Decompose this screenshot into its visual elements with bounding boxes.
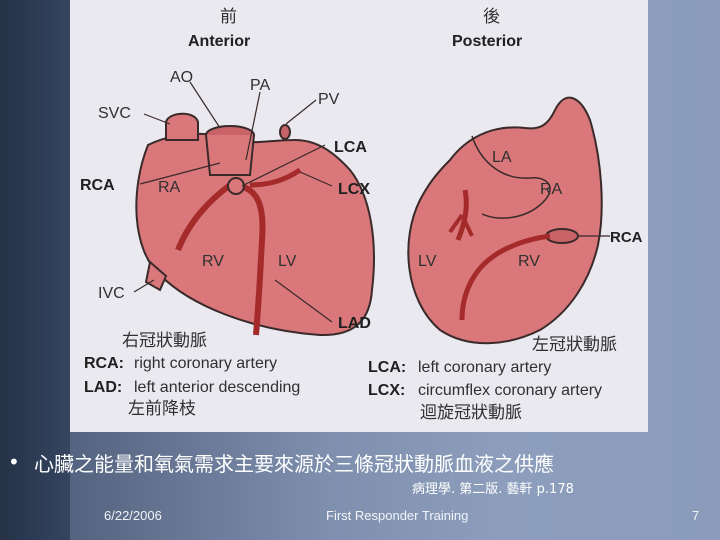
legend-rca-cn: 右冠狀動脈	[122, 331, 207, 350]
legend-lcx-cn: 迴旋冠狀動脈	[420, 403, 522, 422]
posterior-header-cn: 後	[483, 7, 500, 26]
anterior-heart-body	[136, 134, 374, 335]
label-svc: SVC	[98, 105, 131, 122]
legend-lad-cn: 左前降枝	[128, 399, 196, 418]
posterior-header: Posterior	[452, 33, 522, 50]
label-ra: RA	[158, 179, 181, 196]
footer-page-number: 7	[692, 508, 699, 523]
pv-vessel	[280, 125, 290, 139]
heart-diagram-photo: 前 Anterior 後 Posterior	[70, 0, 648, 432]
label-lcx: LCX	[338, 181, 370, 198]
posterior-heart: LA RA RCA LV RV	[408, 98, 642, 344]
anterior-heart: AO PA PV SVC LCA LCX RCA RA RV LV IVC LA…	[80, 69, 374, 335]
label-lv: LV	[278, 253, 297, 270]
legend-lad-abbr: LAD:	[84, 379, 122, 396]
legend-lca-abbr: LCA:	[368, 359, 406, 376]
legend-lcx-text: circumflex coronary artery	[418, 382, 602, 399]
anterior-header: Anterior	[188, 33, 250, 50]
legend-rca-abbr: RCA:	[84, 355, 124, 372]
slide-headline: 心臟之能量和氧氣需求主要來源於三條冠狀動脈血液之供應	[34, 448, 714, 477]
legend-right: 左冠狀動脈 LCA: left coronary artery LCX: cir…	[368, 335, 617, 422]
legend-lad-text: left anterior descending	[134, 379, 300, 396]
label-la: LA	[492, 149, 512, 166]
label-rv: RV	[202, 253, 224, 270]
legend-lca-text: left coronary artery	[418, 359, 551, 376]
footer-date: 6/22/2006	[104, 508, 162, 523]
legend-left: 右冠狀動脈 RCA: right coronary artery LAD: le…	[84, 331, 300, 418]
label-lca: LCA	[334, 139, 367, 156]
footer-title: First Responder Training	[326, 508, 468, 523]
label-pv: PV	[318, 91, 340, 108]
legend-lca-cn: 左冠狀動脈	[532, 335, 617, 354]
legend-lcx-abbr: LCX:	[368, 382, 405, 399]
svc-vessel	[166, 114, 198, 140]
posterior-heart-body	[408, 98, 601, 344]
anterior-header-cn: 前	[220, 7, 237, 26]
label-rca: RCA	[80, 177, 115, 194]
heart-diagram: 前 Anterior 後 Posterior	[70, 0, 648, 432]
label-post-lv: LV	[418, 253, 437, 270]
legend-rca-text: right coronary artery	[134, 355, 277, 372]
label-ao: AO	[170, 69, 193, 86]
label-post-ra: RA	[540, 181, 563, 198]
label-post-rv: RV	[518, 253, 540, 270]
pa-valve	[228, 178, 244, 194]
slide-citation: 病理學. 第二版. 藝軒 p.178	[412, 478, 574, 497]
label-post-rca: RCA	[610, 229, 643, 246]
label-ivc: IVC	[98, 285, 125, 302]
label-lad: LAD	[338, 315, 371, 332]
posterior-ivc-vessel	[546, 229, 578, 243]
bullet-marker: •	[8, 450, 20, 474]
label-pa: PA	[250, 77, 270, 94]
